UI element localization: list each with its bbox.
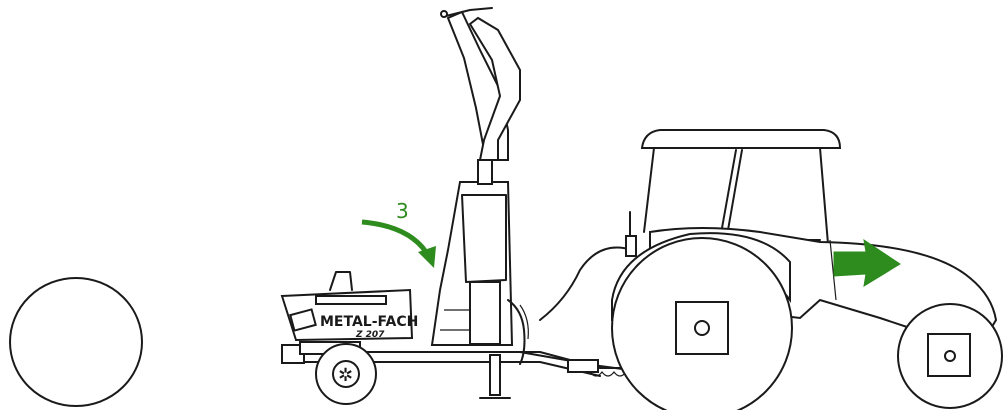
star-icon: ✲: [338, 365, 353, 386]
bale-processor: METAL-FACH Z 207 ✲: [280, 7, 641, 405]
brand-label: METAL-FACH: [320, 314, 418, 330]
round-bale: [9, 277, 143, 407]
curved-arrow-icon: [361, 219, 429, 254]
tractor: [539, 129, 1003, 410]
callout-3: 3: [361, 199, 436, 268]
tractor-front-wheel: [897, 303, 1003, 409]
callout-number: 3: [396, 199, 409, 223]
tractor-rear-wheel: [611, 237, 793, 410]
arrow-right-icon: [833, 238, 901, 287]
model-label: Z 207: [355, 330, 385, 340]
processor-wheel: ✲: [315, 343, 377, 405]
